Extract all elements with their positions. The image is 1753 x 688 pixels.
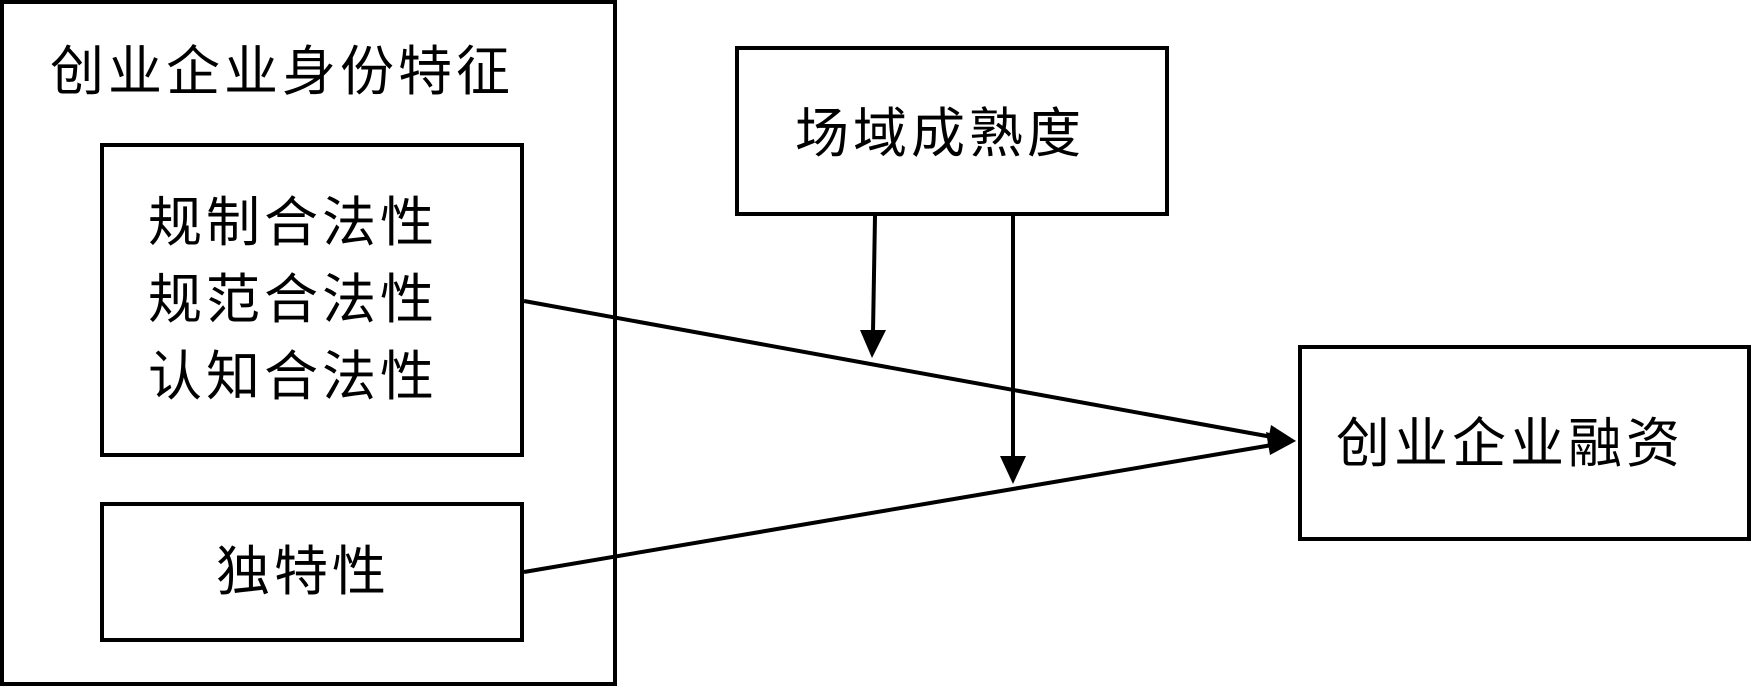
venture-financing-box [1298, 345, 1751, 541]
venture-financing-label: 创业企业融资 [1336, 412, 1684, 475]
uniqueness-label: 独特性 [216, 540, 390, 603]
legitimacy-box [100, 143, 524, 457]
moderation-arrowhead-1 [860, 330, 886, 358]
uniqueness-box [100, 502, 524, 642]
field-maturity-box [735, 46, 1169, 216]
moderation-arrowhead-2 [1000, 456, 1026, 484]
moderation-to-legitimacy-path [871, 215, 877, 333]
uniqueness-to-financing-arrow [523, 443, 1273, 574]
legitimacy-label-regulative: 规制合法性 [148, 191, 438, 254]
legitimacy-label-cognitive: 认知合法性 [148, 345, 438, 408]
legitimacy-label-normative: 规范合法性 [148, 268, 438, 331]
identity-group-title: 创业企业身份特征 [50, 40, 514, 103]
uniqueness-arrowhead [1266, 432, 1296, 455]
legitimacy-to-financing-arrow [523, 299, 1273, 439]
field-maturity-label: 场域成熟度 [795, 102, 1085, 165]
